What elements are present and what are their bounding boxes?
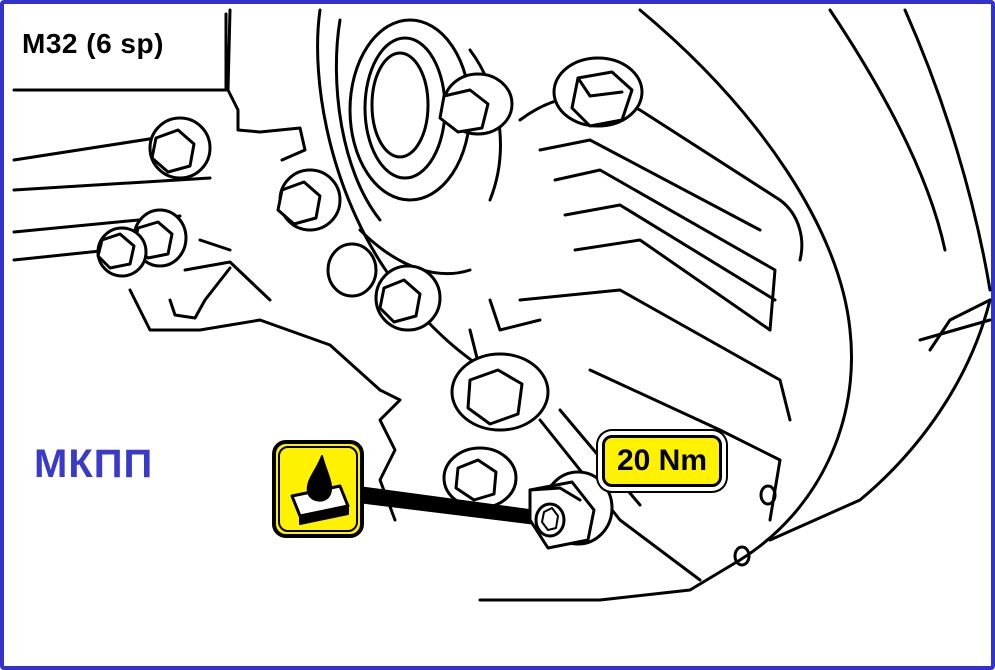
model-label: M32 (6 sp) (22, 28, 164, 59)
bolt-top-right (552, 56, 644, 128)
bolt-lower-large (450, 352, 550, 432)
bolt-top-center (438, 72, 514, 136)
housing-holes (733, 484, 777, 567)
bell-housing (316, 8, 992, 602)
model-label-box (12, 12, 228, 92)
stud-center-left (326, 242, 378, 298)
torque-badge: 20 Nm (602, 435, 722, 487)
bolt-lower-small (442, 446, 518, 510)
bolt-left-mid (276, 168, 342, 232)
bolt-center (374, 264, 442, 332)
oil-drop-on-sealant-icon (272, 440, 364, 538)
ribbed-bracket (468, 94, 804, 582)
bolt-left-lower-b (96, 226, 148, 278)
input-shaft-bearing (334, 18, 502, 276)
housing-bolts (96, 56, 644, 510)
gearbox-type-label: МКПП (34, 442, 154, 486)
hex-socket-drain-plug-icon (528, 470, 614, 550)
bolt-left-upper (148, 116, 212, 180)
